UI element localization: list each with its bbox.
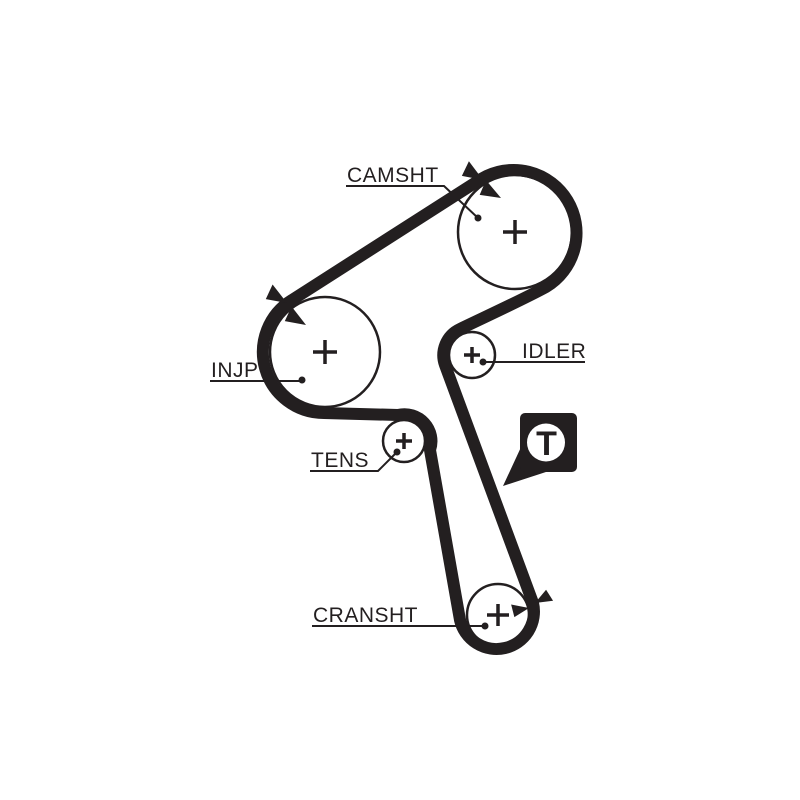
camshaft-label: CAMSHT bbox=[347, 164, 439, 187]
crankshaft-arrow-icon bbox=[511, 604, 529, 618]
idler-leader-dot bbox=[479, 358, 487, 366]
t-badge-letter: T bbox=[536, 425, 557, 463]
t-badge: T bbox=[503, 413, 577, 486]
idler-plus-icon bbox=[464, 347, 480, 363]
crankshaft-label: CRANSHT bbox=[313, 604, 418, 627]
injection-pump-pulley bbox=[268, 295, 382, 409]
idler-label: IDLER bbox=[522, 340, 586, 363]
injection-pump-label: INJP bbox=[211, 359, 259, 382]
leader-dots bbox=[298, 214, 489, 630]
camshaft-arrow-icon bbox=[461, 161, 483, 180]
camshaft-arrow-icon bbox=[479, 180, 501, 198]
injection-pump-plus-icon bbox=[313, 340, 337, 364]
crankshaft-arrow-icon bbox=[535, 589, 554, 603]
pulley-center-markers bbox=[313, 220, 527, 626]
injection-pump-leader-dot bbox=[298, 376, 306, 384]
injection-pump-arrow-icon bbox=[265, 284, 287, 303]
injection-pump-arrow-icon bbox=[284, 306, 306, 325]
timing-mark-arrows bbox=[265, 161, 554, 618]
timing-belt bbox=[256, 163, 583, 655]
t-badge-circle bbox=[527, 423, 565, 462]
tensioner-label: TENS bbox=[311, 449, 369, 472]
crankshaft-plus-icon bbox=[487, 604, 509, 626]
camshaft-leader-line bbox=[346, 185, 479, 219]
tensioner-plus-icon bbox=[396, 433, 412, 449]
labels: CAMSHT INJP IDLER TENS CRANSHT bbox=[211, 164, 586, 627]
camshaft-plus-icon bbox=[503, 220, 527, 244]
leader-lines bbox=[210, 185, 585, 627]
tensioner-leader-dot bbox=[393, 448, 401, 456]
camshaft-leader-dot bbox=[474, 214, 482, 222]
crankshaft-leader-dot bbox=[481, 622, 489, 630]
